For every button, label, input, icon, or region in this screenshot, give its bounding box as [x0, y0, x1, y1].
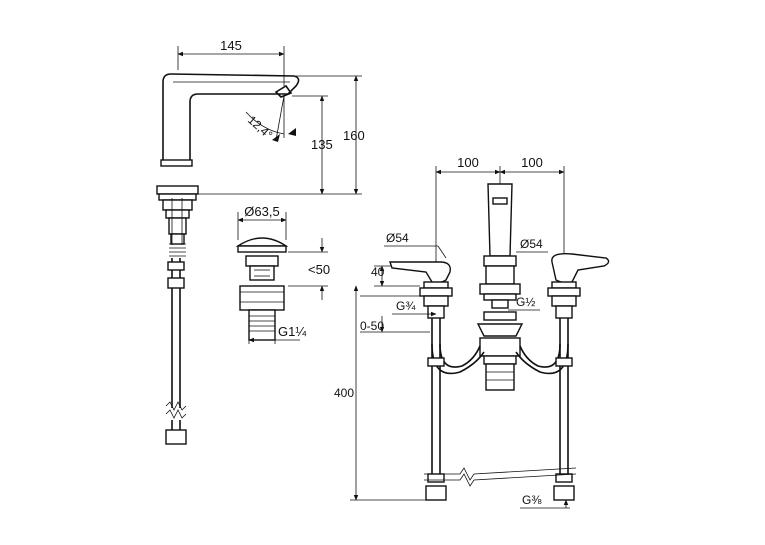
dim-handle-diameter-right: Ø54: [520, 237, 543, 251]
dim-deck-range: 0-50: [360, 319, 384, 333]
right-handle: [551, 252, 610, 284]
hose-nut-right: [553, 485, 575, 501]
aerator: [274, 84, 293, 98]
dim-total-height: 160: [343, 128, 365, 143]
dim-spacing-right: 100: [521, 155, 543, 170]
valve-body: [239, 285, 285, 311]
connecting-hose-right: [515, 318, 569, 375]
center-mixer-body: [479, 337, 521, 357]
dim-inlet-left: G¾: [396, 299, 416, 313]
connecting-hose-left: [431, 318, 485, 375]
front-view: 100 100 Ø54 Ø54 40: [334, 155, 610, 509]
dim-spacing-left: 100: [457, 155, 479, 170]
base-collar: [160, 159, 193, 167]
plug-cap: [235, 237, 289, 247]
dim-waste-thread: G1¼: [278, 324, 306, 339]
waste-valve: Ø63,5 <50 G1¼: [235, 204, 330, 344]
left-handle: [389, 261, 451, 284]
threaded-shank: [169, 243, 186, 257]
dim-inlet-center: G½: [516, 295, 535, 309]
dim-pop-up: <50: [308, 262, 330, 277]
waste-thread: [248, 309, 276, 341]
hose-nut-left: [425, 485, 447, 501]
dim-hose-connection: G⅜: [522, 493, 542, 507]
dim-cap-diameter: Ø63,5: [244, 204, 279, 219]
dim-outlet-height: 135: [311, 137, 333, 152]
dim-hose-length: 400: [334, 386, 354, 400]
spout-profile: [162, 73, 300, 160]
spray-angle-label: 12,4°: [245, 113, 275, 142]
center-spout: [487, 183, 513, 257]
hose-nut: [165, 429, 187, 445]
break-line: [424, 467, 577, 481]
dim-handle-height: 40: [371, 265, 385, 279]
dim-handle-diameter-left: Ø54: [386, 231, 409, 245]
dim-spout-reach: 145: [220, 38, 242, 53]
